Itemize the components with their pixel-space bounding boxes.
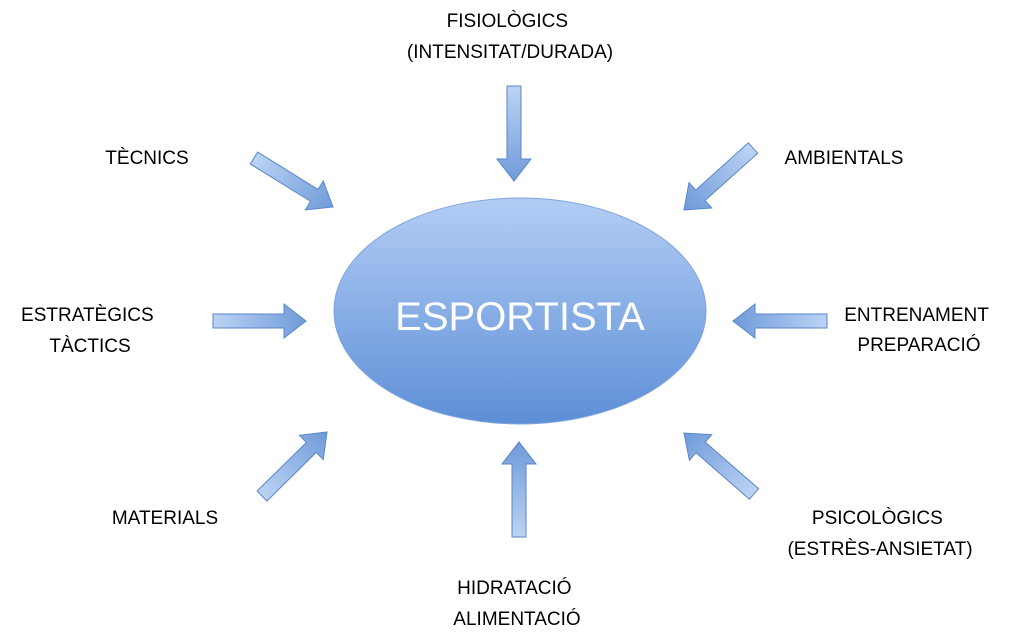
- label-psicologics: PSICOLÒGICS (ESTRÈS-ANSIETAT): [787, 507, 972, 560]
- arrow-tecnics: [249, 151, 334, 211]
- arrow-entrenament: [732, 302, 828, 340]
- label-materials: MATERIALS: [112, 508, 218, 529]
- label-psicologics-line-2: (ESTRÈS-ANSIETAT): [787, 539, 972, 560]
- label-fisiologics-line-1: FISIOLÒGICS: [447, 10, 568, 32]
- label-ambientals-line-1: AMBIENTALS: [785, 148, 904, 169]
- factor-labels: FISIOLÒGICS (INTENSITAT/DURADA) AMBIENTA…: [21, 10, 994, 630]
- label-estrategics: ESTRATÈGICS TÀCTICS: [21, 305, 159, 357]
- label-estrategics-line-1: ESTRATÈGICS: [21, 305, 154, 326]
- center-label: ESPORTISTA: [395, 295, 645, 339]
- center-node: ESPORTISTA: [333, 197, 707, 425]
- label-fisiologics: FISIOLÒGICS (INTENSITAT/DURADA): [407, 10, 613, 63]
- label-ambientals: AMBIENTALS: [785, 148, 904, 169]
- label-hidratacio-line-2: ALIMENTACIÓ: [453, 608, 580, 630]
- arrow-psicologics: [683, 432, 760, 500]
- label-estrategics-line-2: TÀCTICS: [49, 336, 130, 357]
- arrow-ambientals: [683, 142, 759, 211]
- label-entrenament: ENTRENAMENT PREPARACIÓ: [844, 305, 994, 356]
- center-ellipse: [333, 197, 707, 425]
- label-hidratacio: HIDRATACIÓ ALIMENTACIÓ: [453, 577, 580, 630]
- label-entrenament-line-1: ENTRENAMENT: [844, 305, 989, 326]
- label-psicologics-line-1: PSICOLÒGICS: [812, 507, 943, 529]
- label-tecnics: TÈCNICS: [105, 148, 188, 169]
- label-materials-line-1: MATERIALS: [112, 508, 218, 529]
- arrows-layer: [212, 85, 828, 538]
- arrow-hidratacio: [500, 441, 538, 538]
- label-tecnics-line-1: TÈCNICS: [105, 148, 188, 169]
- arrow-materials: [256, 431, 328, 502]
- label-fisiologics-line-2: (INTENSITAT/DURADA): [407, 42, 613, 63]
- label-hidratacio-line-1: HIDRATACIÓ: [457, 577, 571, 599]
- label-entrenament-line-2: PREPARACIÓ: [857, 334, 980, 356]
- arrow-estrategics: [212, 302, 307, 340]
- arrow-fisiologics: [495, 85, 533, 182]
